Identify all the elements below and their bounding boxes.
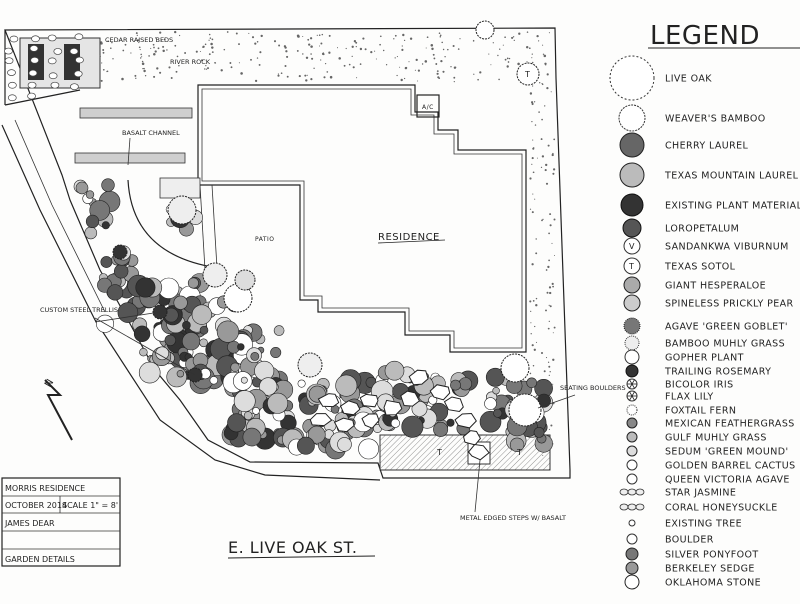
title-block: MORRIS RESIDENCE OCTOBER 2014 SCALE 1" =… — [1, 477, 121, 567]
flax-lily-icon — [626, 390, 638, 402]
existing-tree-icon — [628, 519, 636, 527]
legend-label-8: TEXAS SOTOL — [664, 262, 736, 273]
weavers-bamboo-icon — [618, 104, 646, 132]
legend-label-23: STAR JASMINE — [665, 488, 736, 499]
star-jasmine-icon — [619, 488, 645, 496]
svg-text:T: T — [628, 262, 634, 271]
legend-label-13: GOPHER PLANT — [665, 353, 744, 364]
boulder-icon — [626, 533, 638, 545]
north-label: N — [43, 377, 57, 389]
legend-label-5: EXISTING PLANT MATERIAL — [665, 201, 800, 212]
legend-label-27: SILVER PONYFOOT — [665, 550, 759, 561]
residence-footprint — [197, 84, 527, 353]
legend-label-4: TEXAS MOUNTAIN LAUREL — [664, 171, 799, 182]
honeysuckle-icon — [619, 503, 645, 511]
stepping-stones — [309, 369, 490, 461]
street-edge — [1, 119, 381, 481]
hesperaloe-icon — [623, 276, 641, 294]
legend-label-25: EXISTING TREE — [665, 519, 742, 530]
live-oak-icon — [609, 55, 655, 101]
texas-mountain-laurel-icon — [619, 162, 645, 188]
legend-label-6: LOROPETALUM — [665, 224, 739, 235]
legend-label-18: MEXICAN FEATHERGRASS — [665, 419, 795, 430]
legend-label-3: CHERRY LAUREL — [665, 141, 749, 152]
note-metal-steps: METAL EDGED STEPS W/ BASALT — [460, 514, 566, 522]
gulf-muhly-icon — [626, 431, 638, 443]
legend: LEGEND LIVE OAK WEAVER'S BAMBOO CHERRY LAU… — [609, 21, 800, 590]
note-cedar-beds: CEDAR RAISED BEDS — [105, 36, 173, 44]
legend-label-2: WEAVER'S BAMBOO — [665, 114, 766, 125]
basalt-channel — [74, 107, 193, 164]
note-river-rock: RIVER ROCK — [170, 58, 211, 66]
sedge-icon — [625, 561, 639, 575]
patio-label: PATIO — [255, 236, 275, 243]
svg-text:V: V — [629, 242, 635, 251]
feathergrass-icon — [626, 417, 638, 429]
bamboo-muhly-icon — [624, 335, 640, 351]
rosemary-icon — [625, 364, 639, 378]
street-name: E. LIVE OAK ST. — [228, 538, 358, 557]
viburnum-icon: V — [623, 237, 641, 255]
legend-label-10: SPINELESS PRICKLY PEAR — [665, 299, 794, 310]
legend-title: LEGEND — [650, 21, 760, 51]
iris-icon — [626, 378, 638, 390]
sedum-icon — [626, 445, 638, 457]
agave-icon — [623, 317, 641, 335]
ac-label: A/C — [422, 104, 434, 111]
legend-label-22: QUEEN VICTORIA AGAVE — [665, 475, 790, 486]
queen-victoria-icon — [626, 473, 638, 485]
note-basalt-channel: BASALT CHANNEL — [122, 129, 180, 137]
existing-plant-icon — [620, 193, 644, 217]
oklahoma-stone-icon — [624, 574, 640, 590]
leader-lines — [94, 137, 576, 513]
river-rock-area — [4, 30, 556, 456]
foxtail-fern-icon — [626, 404, 638, 416]
sotol-icon: T — [623, 257, 641, 275]
legend-label-26: BOULDER — [665, 535, 714, 546]
svg-text:T: T — [516, 448, 522, 457]
legend-label-17: FOXTAIL FERN — [665, 406, 736, 417]
legend-label-14: TRAILING ROSEMARY — [664, 367, 771, 378]
legend-label-7: SANDANKWA VIBURNUM — [665, 242, 789, 253]
legend-label-12: BAMBOO MUHLY GRASS — [665, 339, 785, 350]
planting-beds: T T T — [73, 20, 554, 460]
patio — [127, 177, 219, 271]
note-seating-boulders: SEATING BOULDERS — [560, 384, 626, 392]
legend-label-24: CORAL HONEYSUCKLE — [665, 503, 778, 514]
project-name: MORRIS RESIDENCE — [5, 484, 85, 493]
legend-label-19: GULF MUHLY GRASS — [665, 433, 767, 444]
project-scale: SCALE 1" = 8' — [62, 501, 118, 510]
barrel-cactus-icon — [626, 459, 638, 471]
legend-label-20: SEDUM 'GREEN MOUND' — [665, 447, 788, 458]
legend-label-11: AGAVE 'GREEN GOBLET' — [665, 322, 788, 333]
ac-unit — [416, 94, 440, 118]
legend-label-15: BICOLOR IRIS — [665, 380, 734, 391]
svg-text:T: T — [524, 70, 530, 79]
legend-label-28: BERKELEY SEDGE — [665, 564, 755, 575]
designer-name: JAMES DEAR — [4, 519, 55, 528]
legend-label-16: FLAX LILY — [665, 392, 714, 403]
legend-label-9: GIANT HESPERALOE — [665, 281, 766, 292]
legend-label-1: LIVE OAK — [665, 74, 712, 85]
loropetalum-icon — [622, 218, 642, 238]
ponyfoot-icon — [625, 547, 639, 561]
svg-text:T: T — [436, 448, 442, 457]
prickly-pear-icon — [623, 294, 641, 312]
north-arrow: N — [43, 377, 73, 441]
legend-label-29: OKLAHOMA STONE — [665, 578, 761, 589]
note-steel-trellis: CUSTOM STEEL TRELLIS — [40, 306, 118, 314]
residence-label: RESIDENCE — [378, 232, 440, 243]
legend-label-21: GOLDEN BARREL CACTUS — [665, 461, 796, 472]
cherry-laurel-icon — [619, 132, 645, 158]
project-date: OCTOBER 2014 — [5, 501, 67, 510]
sheet-name: GARDEN DETAILS — [5, 555, 75, 564]
gopher-plant-icon — [624, 349, 640, 365]
